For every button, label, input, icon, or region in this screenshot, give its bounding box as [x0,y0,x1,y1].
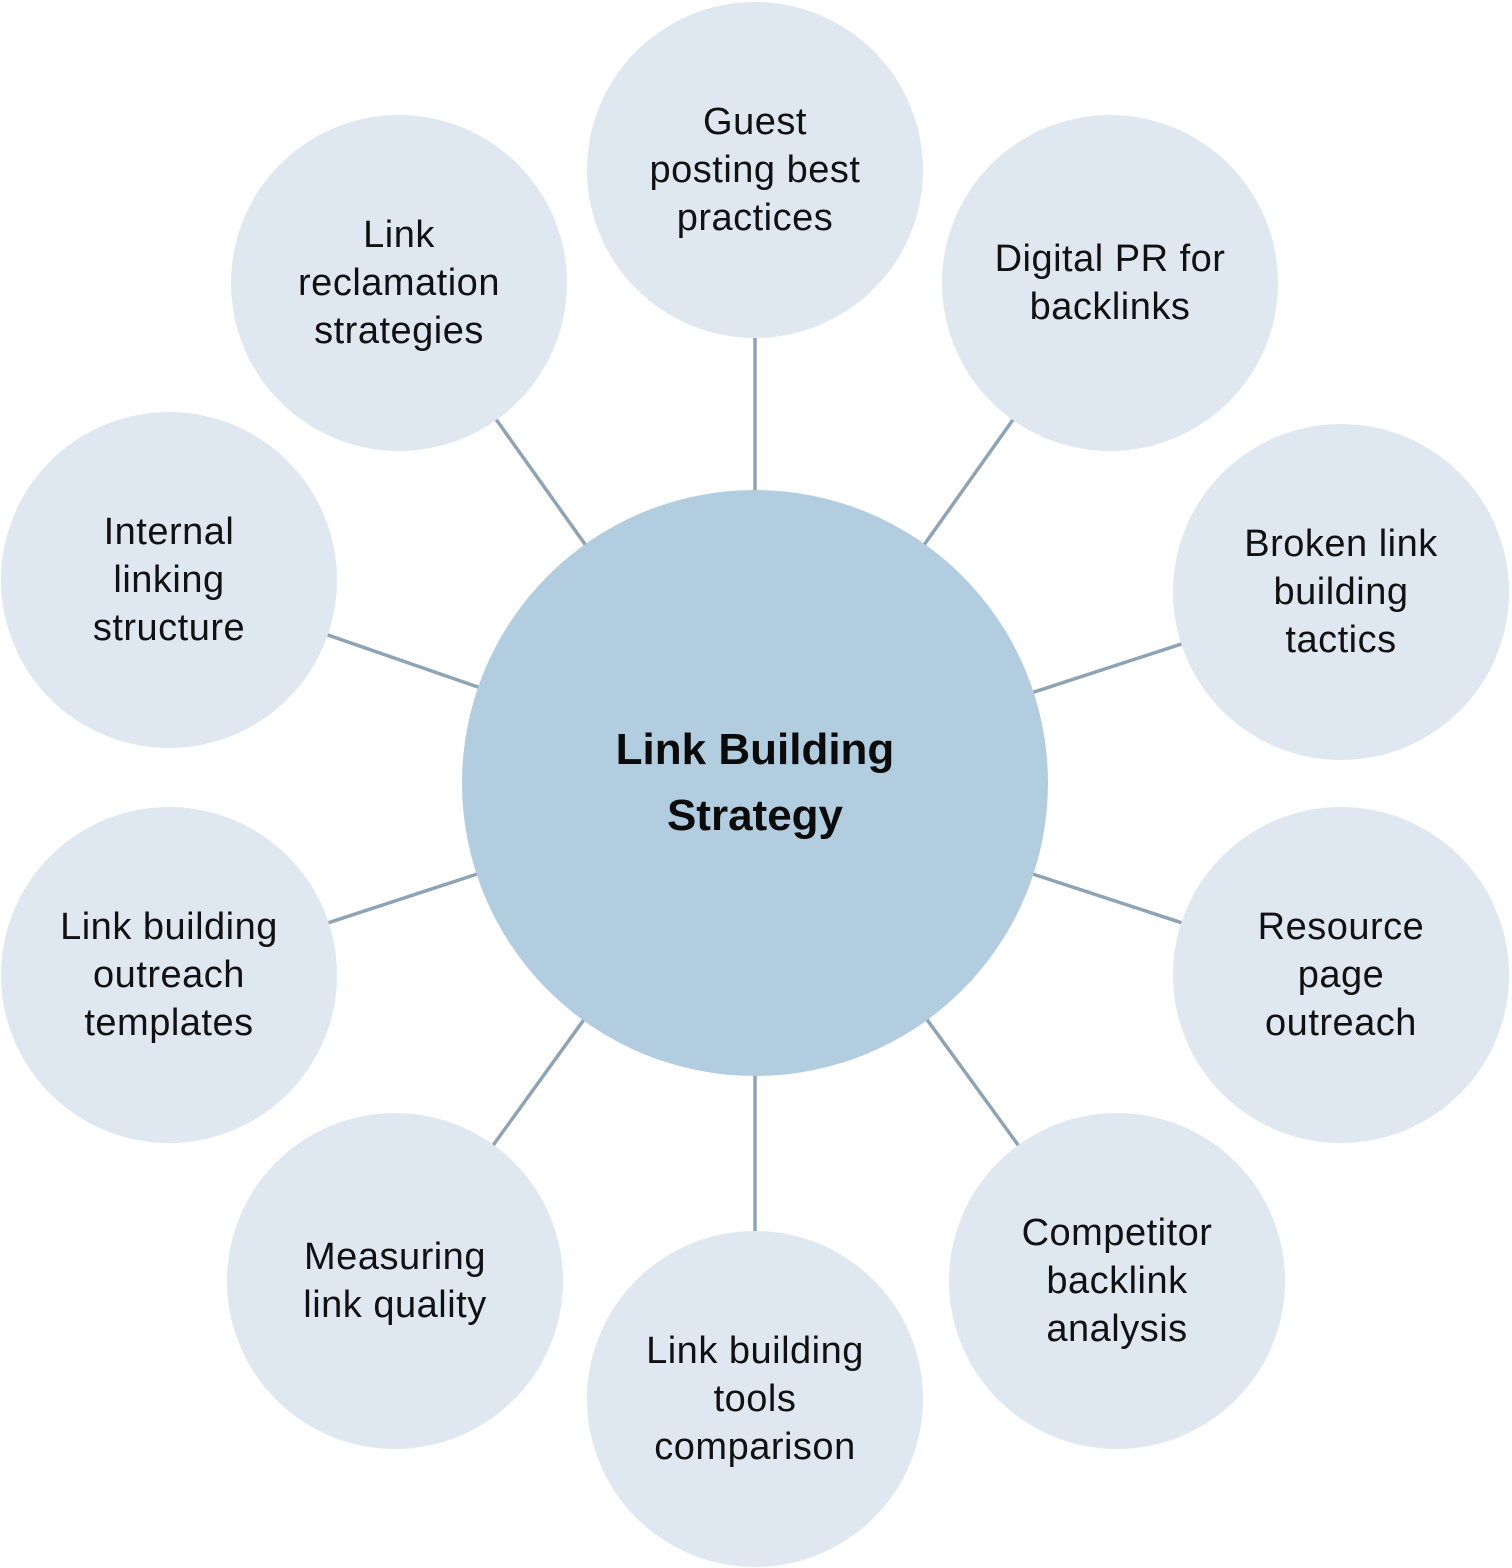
node-label-line: Resource [1257,906,1425,948]
node-competitor-backlink [949,1113,1285,1449]
node-label-line: strategies [314,310,484,352]
node-label-digital-pr: Digital PR for backlinks [942,115,1278,451]
node-label-line: Link [363,214,435,256]
center-node [462,490,1048,1076]
node-label-measuring-quality: Measuring link quality [227,1113,563,1449]
node-label-resource-page: Resource page outreach [1173,807,1509,1143]
node-label-line: outreach [1265,1002,1417,1044]
node-label-line: practices [676,197,834,239]
edge-competitor-backlink [924,1017,1021,1148]
node-label-line: posting best [649,149,861,191]
edge-outreach-templates [326,871,480,925]
node-resource-page [1173,807,1509,1143]
node-label-line: structure [92,607,246,649]
node-label-line: backlink [1046,1260,1188,1302]
node-label-line: Guest [703,101,807,143]
edge-link-reclamation [493,417,588,547]
node-label-line: Measuring [304,1236,486,1278]
node-label-broken-link: Broken link building tactics [1173,424,1509,760]
node-label-internal-linking: Internal linking structure [1,412,337,748]
node-label-line: Digital PR for [994,238,1226,280]
node-link-reclamation [231,115,567,451]
node-label-line: templates [84,1002,254,1044]
edge-broken-link [1031,641,1184,695]
node-label-line: tactics [1285,619,1397,661]
node-label-guest-posting: Guest posting best practices [587,2,923,338]
node-digital-pr [942,115,1278,451]
node-label-tools-comparison: Link building tools comparison [587,1231,923,1567]
node-broken-link [1173,424,1509,760]
node-label-competitor-backlink: Competitor backlink analysis [949,1113,1285,1449]
node-guest-posting [587,2,923,338]
node-label-line: backlinks [1029,286,1191,328]
node-label-line: Link building [60,906,278,948]
node-internal-linking [1,412,337,748]
node-label-line: outreach [93,954,245,996]
node-label-link-reclamation: Link reclamation strategies [231,115,567,451]
node-measuring-quality [227,1113,563,1449]
center-label-line: Strategy [666,791,844,840]
node-label-line: Competitor [1021,1212,1213,1254]
edge-digital-pr [922,417,1016,547]
node-label-line: reclamation [298,262,500,304]
edge-measuring-quality [490,1017,586,1148]
node-label-line: link quality [303,1284,487,1326]
node-label-line: Link building [646,1330,864,1372]
node-label-line: Internal [103,511,235,553]
node-label-line: linking [113,559,225,601]
edge-resource-page [1030,871,1184,925]
node-label-line: page [1297,954,1385,996]
center-label-line: Link Building [615,725,895,774]
node-label-line: analysis [1046,1308,1188,1350]
node-tools-comparison [587,1231,923,1567]
node-outreach-templates [1,807,337,1143]
node-label-line: Broken link [1244,523,1438,565]
node-label-line: building [1273,571,1409,613]
node-label-line: tools [713,1378,797,1420]
node-label-line: comparison [654,1426,856,1468]
node-label-outreach-templates: Link building outreach templates [1,807,337,1143]
edge-internal-linking [325,632,481,690]
